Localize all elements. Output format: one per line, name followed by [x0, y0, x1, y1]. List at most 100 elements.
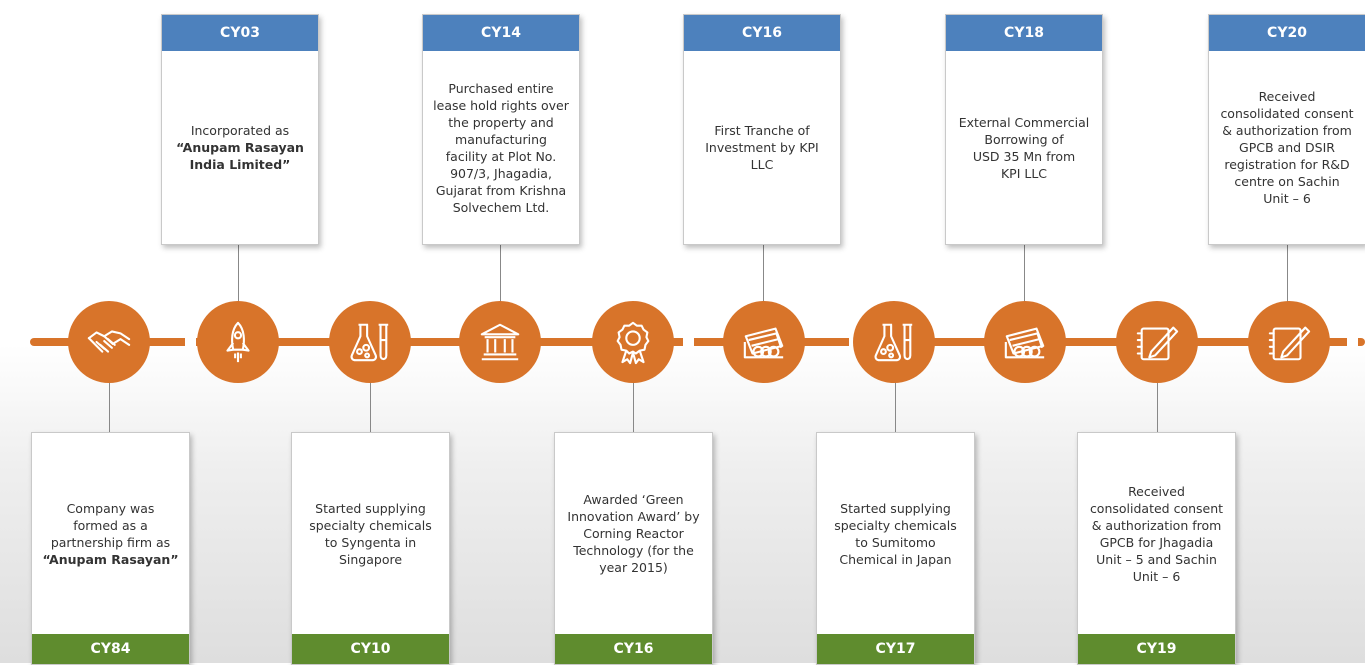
- event-card-top: CY03 Incorporated as “Anupam Rasayan Ind…: [161, 14, 319, 245]
- flask-icon: [350, 323, 389, 362]
- timeline-node: [594, 303, 672, 381]
- event-line: Borrowing of: [984, 131, 1064, 147]
- event-line: GPCB and DSIR: [1239, 140, 1335, 155]
- year-label: CY17: [817, 634, 974, 664]
- event-line: Company was: [66, 500, 155, 516]
- year-label: CY84: [32, 634, 189, 664]
- event-card-bottom: Started supplying specialty chemicals to…: [816, 432, 975, 665]
- event-card-bottom: Company was formed as a partnership firm…: [31, 432, 190, 665]
- connector: [1287, 243, 1288, 305]
- year-label: CY19: [1078, 634, 1235, 664]
- event-line: Solvechem Ltd.: [452, 199, 550, 215]
- timeline-node: [855, 303, 933, 381]
- timeline-node: [725, 303, 803, 381]
- event-line: Unit – 6: [1263, 191, 1311, 206]
- year-label: CY16: [684, 15, 840, 51]
- timeline-node: [199, 303, 277, 381]
- event-line: Gujarat from Krishna: [435, 182, 567, 198]
- event-line: Awarded ‘Green: [583, 492, 684, 507]
- event-line: Innovation Award’ by: [567, 509, 700, 524]
- event-card-top: CY14 Purchased entire lease hold rights …: [422, 14, 580, 245]
- connector: [763, 243, 764, 305]
- rocket-icon: [226, 321, 250, 363]
- event-line: First Tranche of: [714, 123, 810, 138]
- event-line-bold: India Limited”: [189, 157, 291, 172]
- event-description: External Commercial Borrowing of USD 35 …: [946, 51, 1102, 244]
- award-icon: [616, 321, 650, 365]
- event-description: Started supplying specialty chemicals to…: [292, 433, 449, 634]
- event-line: registration for R&D: [1224, 157, 1350, 172]
- event-line: lease hold rights over: [433, 97, 569, 113]
- event-line: year 2015): [599, 560, 668, 575]
- timeline-line: [30, 338, 1365, 346]
- event-line: 907/3, Jhagadia,: [450, 165, 552, 181]
- event-line: Started supplying: [315, 500, 426, 516]
- event-line: Incorporated as: [190, 123, 290, 138]
- event-line: centre on Sachin: [1234, 174, 1340, 189]
- event-line: Received: [1128, 483, 1185, 499]
- event-line: facility at Plot No.: [445, 148, 557, 164]
- bank-icon: [480, 323, 520, 361]
- event-card-bottom: Received consolidated consent & authoriz…: [1077, 432, 1236, 665]
- event-line: Started supplying: [840, 500, 951, 516]
- event-line: GPCB for Jhagadia: [1099, 534, 1214, 550]
- year-label: CY14: [423, 15, 579, 51]
- event-line-bold: “Anupam Rasayan: [176, 140, 304, 155]
- event-card-bottom: Awarded ‘Green Innovation Award’ by Corn…: [554, 432, 713, 665]
- event-line: manufacturing: [455, 131, 547, 147]
- event-line: External Commercial: [958, 114, 1090, 130]
- event-description: First Tranche of Investment by KPI LLC: [684, 51, 840, 244]
- year-label: CY10: [292, 634, 449, 664]
- event-line: to Syngenta in: [324, 534, 417, 550]
- event-line: Technology (for the: [573, 543, 694, 558]
- event-line: KPI LLC: [1000, 165, 1048, 181]
- event-line: Singapore: [338, 551, 403, 567]
- timeline-node: [986, 303, 1064, 381]
- timeline-node: [1118, 303, 1196, 381]
- timeline-node: [70, 303, 148, 381]
- event-line: USD 35 Mn from: [972, 148, 1076, 164]
- event-line: consolidated consent: [1220, 106, 1354, 121]
- connector: [895, 381, 896, 433]
- connector: [109, 381, 110, 433]
- event-line: Corning Reactor: [583, 526, 684, 541]
- connector: [633, 381, 634, 433]
- tablet-pen-icon: [1268, 326, 1311, 361]
- event-line: formed as a: [73, 517, 148, 533]
- connector: [238, 243, 239, 305]
- year-label: CY03: [162, 15, 318, 51]
- year-label: CY18: [946, 15, 1102, 51]
- tablet-pen-icon: [1136, 326, 1179, 361]
- timeline-node: [461, 303, 539, 381]
- event-line: Investment by KPI: [705, 140, 819, 155]
- connector: [1024, 243, 1025, 305]
- event-line: specialty chemicals: [834, 517, 957, 533]
- event-line: specialty chemicals: [309, 517, 432, 533]
- event-line-bold: “Anupam Rasayan”: [42, 551, 179, 567]
- event-description: Incorporated as “Anupam Rasayan India Li…: [162, 51, 318, 244]
- year-label: CY16: [555, 634, 712, 664]
- event-card-top: CY16 First Tranche of Investment by KPI …: [683, 14, 841, 245]
- event-card-top: CY20 Received consolidated consent & aut…: [1208, 14, 1365, 245]
- event-card-bottom: Started supplying specialty chemicals to…: [291, 432, 450, 665]
- connector: [370, 381, 371, 433]
- event-description: Started supplying specialty chemicals to…: [817, 433, 974, 634]
- event-line: Unit – 5 and Sachin: [1096, 551, 1217, 567]
- connector: [500, 243, 501, 305]
- event-description: Received consolidated consent & authoriz…: [1209, 51, 1365, 244]
- event-description: Purchased entire lease hold rights over …: [423, 51, 579, 244]
- year-label: CY20: [1209, 15, 1365, 51]
- event-description: Company was formed as a partnership firm…: [32, 433, 189, 634]
- event-line: Purchased entire: [448, 80, 554, 96]
- event-line: Unit – 6: [1132, 568, 1181, 584]
- event-description: Received consolidated consent & authoriz…: [1078, 433, 1235, 634]
- event-line: consolidated consent: [1089, 500, 1224, 516]
- timeline-node: [331, 303, 409, 381]
- event-line: LLC: [750, 157, 774, 172]
- flask-icon: [874, 323, 913, 362]
- money-icon: [1004, 327, 1045, 359]
- handshake-icon: [87, 330, 131, 353]
- connector: [1157, 381, 1158, 433]
- event-line: to Sumitomo: [855, 534, 936, 550]
- event-line: & authorization from: [1222, 123, 1352, 138]
